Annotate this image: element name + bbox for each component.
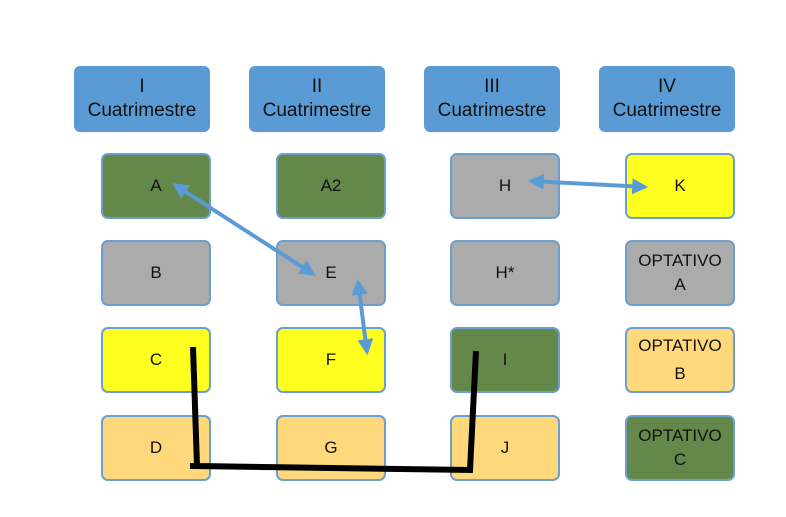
course-label: G — [324, 438, 338, 457]
header-cuatrimestre-2: II Cuatrimestre — [249, 66, 385, 132]
course-label: F — [325, 350, 337, 369]
header-cuatrimestre-1: I Cuatrimestre — [74, 66, 210, 132]
course-sublabel: A — [674, 275, 686, 294]
header-numeral: II — [311, 76, 323, 97]
header-label: Cuatrimestre — [262, 100, 372, 121]
header-label: Cuatrimestre — [612, 100, 722, 121]
header-cuatrimestre-3: III Cuatrimestre — [424, 66, 560, 132]
course-label: B — [150, 263, 162, 282]
course-box-optativo-a[interactable]: OPTATIVO A — [625, 240, 735, 306]
header-cuatrimestre-4: IV Cuatrimestre — [599, 66, 735, 132]
course-label: D — [149, 438, 163, 457]
course-box-c[interactable]: C — [101, 327, 211, 393]
header-label: Cuatrimestre — [437, 100, 547, 121]
course-box-h[interactable]: H — [450, 153, 560, 219]
course-label: A — [150, 176, 162, 195]
course-label: J — [500, 438, 510, 457]
course-sublabel: B — [674, 364, 686, 383]
course-box-h-star[interactable]: H* — [450, 240, 560, 306]
course-box-optativo-c[interactable]: OPTATIVO C — [625, 415, 735, 481]
course-box-k[interactable]: K — [625, 153, 735, 219]
header-numeral: III — [484, 76, 500, 97]
course-sublabel: C — [673, 450, 687, 469]
course-label: OPTATIVO — [638, 251, 722, 270]
course-label: OPTATIVO — [638, 336, 722, 355]
course-box-i[interactable]: I — [450, 327, 560, 393]
course-label: E — [325, 263, 337, 282]
course-box-j[interactable]: J — [450, 415, 560, 481]
course-label: H — [498, 176, 512, 195]
course-label: H* — [495, 263, 515, 282]
course-label: K — [674, 176, 686, 195]
course-box-b[interactable]: B — [101, 240, 211, 306]
course-box-optativo-b[interactable]: OPTATIVO B — [625, 327, 735, 393]
course-box-f[interactable]: F — [276, 327, 386, 393]
course-box-a2[interactable]: A2 — [276, 153, 386, 219]
header-numeral: IV — [658, 76, 676, 97]
header-label: Cuatrimestre — [87, 100, 197, 121]
course-label: C — [149, 350, 163, 369]
course-box-e[interactable]: E — [276, 240, 386, 306]
course-box-d[interactable]: D — [101, 415, 211, 481]
header-numeral: I — [139, 76, 145, 97]
course-label: OPTATIVO — [638, 426, 722, 445]
course-label: I — [502, 350, 508, 369]
course-label: A2 — [320, 176, 342, 195]
course-box-a[interactable]: A — [101, 153, 211, 219]
course-box-g[interactable]: G — [276, 415, 386, 481]
